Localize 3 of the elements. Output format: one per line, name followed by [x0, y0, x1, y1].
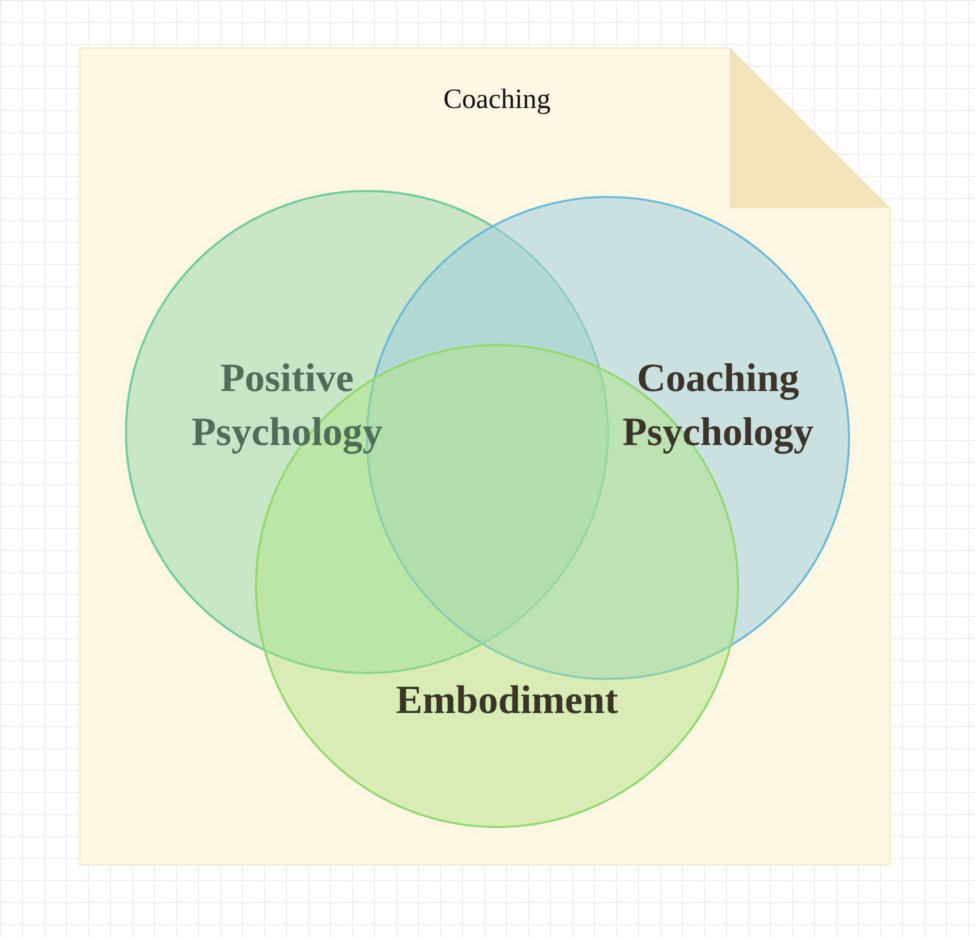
- note-title: Coaching: [442, 83, 552, 118]
- circle-label: Embodiment: [394, 676, 620, 724]
- note-shape: [80, 48, 890, 865]
